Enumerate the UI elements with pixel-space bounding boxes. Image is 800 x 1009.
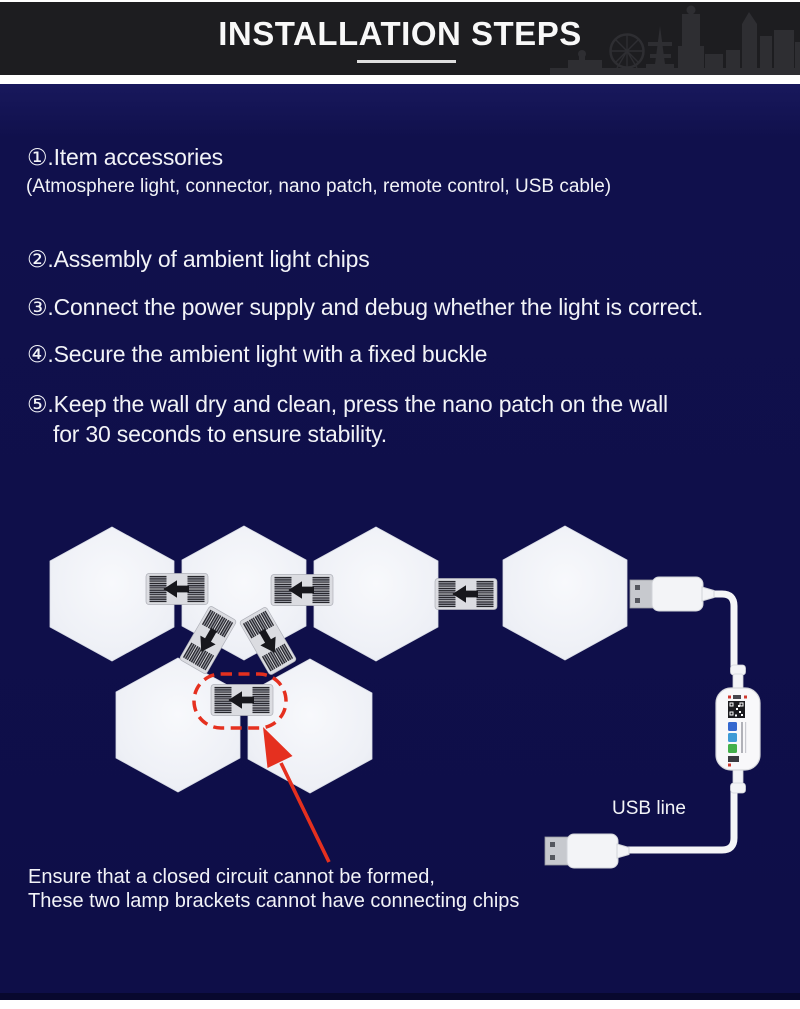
connector-chip <box>435 579 497 610</box>
app-icon-green <box>728 744 737 753</box>
usb-plug-icon <box>629 576 715 612</box>
connector-chip <box>146 574 208 605</box>
warning-note-line1: Ensure that a closed circuit cannot be f… <box>28 866 435 888</box>
hexagon-panel <box>115 657 241 793</box>
qr-code <box>728 701 745 718</box>
hexagon-panel <box>502 525 628 661</box>
usb-line-label: USB line <box>612 798 686 819</box>
header-divider <box>0 75 800 84</box>
step-5-line2: for 30 seconds to ensure stability. <box>53 421 387 447</box>
red-arrow <box>263 727 331 863</box>
step-1-accessories-list: (Atmosphere light, connector, nano patch… <box>26 176 612 197</box>
header-banner: INSTALLATION STEPS <box>0 2 800 75</box>
hexagon-panel-group <box>49 525 628 794</box>
hexagon-panel <box>313 526 439 662</box>
step-5-line1: ⑤.Keep the wall dry and clean, press the… <box>27 391 668 417</box>
title-underline <box>357 60 456 63</box>
step-3-title: ③.Connect the power supply and debug whe… <box>27 294 704 320</box>
city-skyline-silhouette <box>550 5 800 75</box>
app-icon-lightblue <box>728 733 737 742</box>
installation-diagram <box>49 525 761 869</box>
bluetooth-controller <box>715 664 761 794</box>
connector-chip <box>211 685 273 716</box>
bottom-divider <box>0 1000 800 1009</box>
top-divider <box>0 0 800 2</box>
step-4-title: ④.Secure the ambient light with a fixed … <box>27 341 488 367</box>
step-2-title: ②.Assembly of ambient light chips <box>27 246 370 272</box>
step-1-title: ①.Item accessories <box>27 144 223 170</box>
page-title: INSTALLATION STEPS <box>218 15 582 52</box>
highlight-dashed-circle <box>192 672 288 730</box>
warning-note-line2: These two lamp brackets cannot have conn… <box>28 890 520 912</box>
usb-cable <box>614 590 738 854</box>
hexagon-panel <box>49 526 175 662</box>
app-icon-blue <box>728 722 737 731</box>
usb-plug-icon <box>544 833 630 869</box>
connector-chip <box>271 575 333 606</box>
